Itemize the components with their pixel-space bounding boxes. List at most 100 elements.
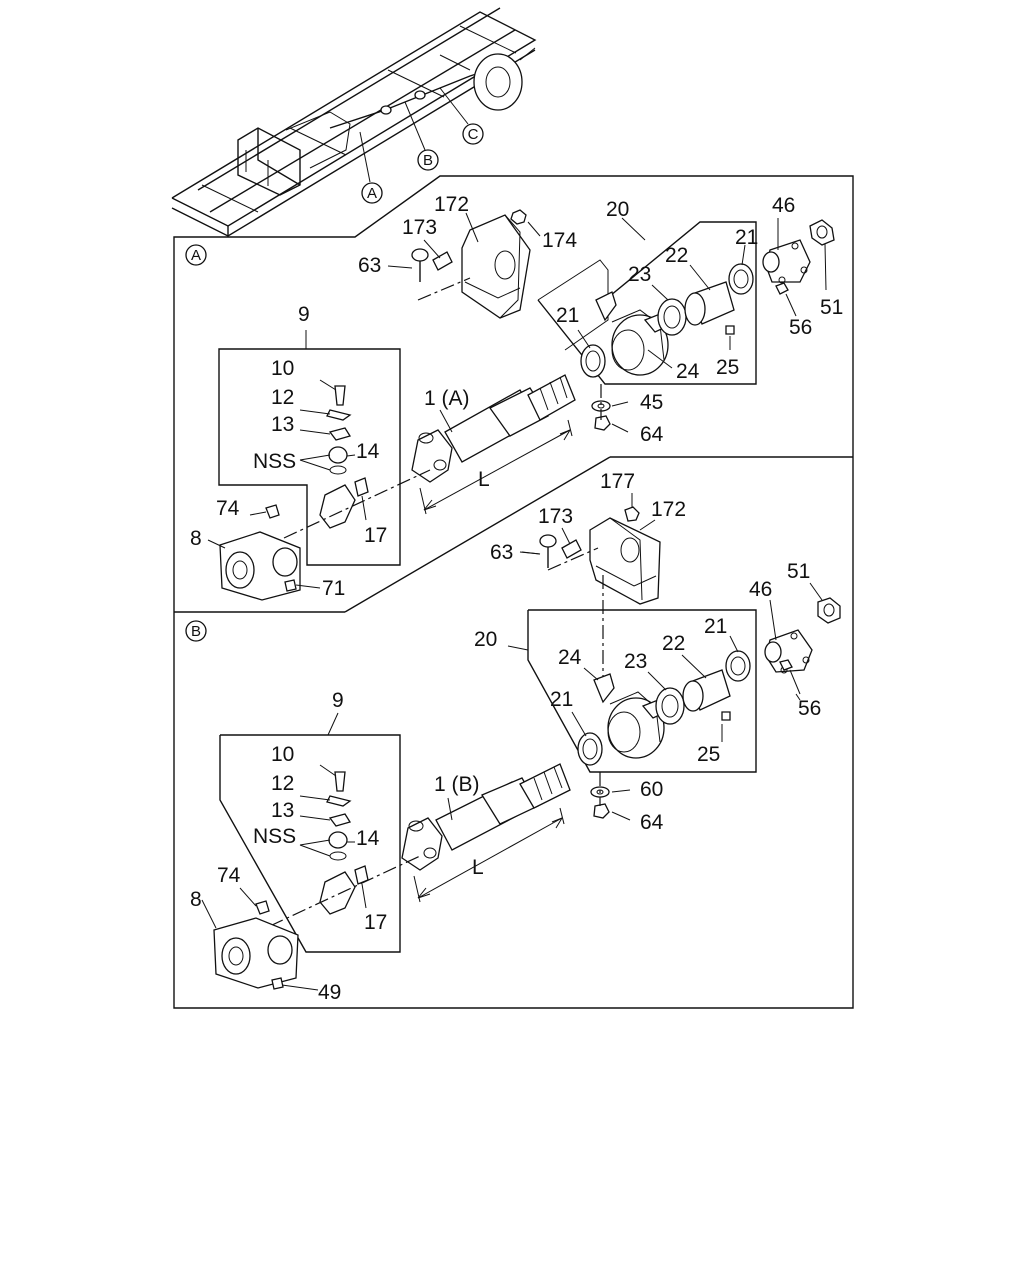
dimension-l-a [419, 419, 573, 515]
label-10-b: 10 [271, 743, 294, 766]
vehicle-frame-overview: A B C [171, 7, 537, 237]
label-172-b: 172 [651, 498, 686, 521]
nut-64-b [593, 803, 610, 819]
bolt-173-b [561, 527, 582, 559]
bearing-22-b [682, 669, 731, 712]
cushion-23-b [655, 687, 685, 725]
label-21-a-left: 21 [556, 304, 579, 327]
flange-yoke-8-a [219, 504, 301, 601]
label-l-a: L [478, 468, 490, 491]
label-22-a: 22 [665, 244, 688, 267]
label-21-a-right: 21 [735, 226, 758, 249]
label-74-a: 74 [216, 497, 240, 520]
label-172-a: 172 [434, 193, 469, 216]
section-a-labels: 172 173 174 63 20 46 21 22 23 51 56 21 2… [190, 193, 843, 600]
bolt-56 [775, 282, 797, 317]
section-a: A [185, 193, 843, 601]
label-8-a: 8 [190, 527, 202, 550]
label-45-a: 45 [640, 391, 663, 414]
flange-46-b [764, 629, 813, 674]
label-21-b-left: 21 [550, 688, 573, 711]
label-56-a: 56 [789, 316, 812, 339]
label-74-b: 74 [217, 864, 241, 887]
bolt-63 [387, 248, 429, 282]
label-25-a: 25 [716, 356, 739, 379]
bolt-63-b [519, 534, 557, 568]
label-nss-a: NSS [253, 450, 296, 473]
propeller-shaft-1a [411, 374, 576, 483]
section-b-labels: 177 173 172 63 51 46 20 21 22 23 24 56 2… [190, 470, 821, 1004]
bolt-56-b [779, 659, 801, 695]
section-borders [173, 175, 854, 1009]
label-173-a: 173 [402, 216, 437, 239]
label-14-b: 14 [356, 827, 380, 850]
flange-46 [762, 239, 811, 284]
label-63-a: 63 [358, 254, 381, 277]
label-173-b: 173 [538, 505, 573, 528]
label-l-b: L [472, 856, 484, 879]
label-23-a: 23 [628, 263, 651, 286]
label-12-a: 12 [271, 386, 294, 409]
label-64-a: 64 [640, 423, 664, 446]
seal-21-b-left [577, 732, 603, 766]
leaders-a [207, 212, 827, 589]
grease-nipple-25 [725, 325, 735, 335]
label-24-b: 24 [558, 646, 582, 669]
label-177-b: 177 [600, 470, 635, 493]
label-23-b: 23 [624, 650, 647, 673]
label-1a: 1 (A) [424, 387, 470, 410]
label-8-b: 8 [190, 888, 202, 911]
callout-circle-a: A [367, 185, 377, 202]
propeller-shaft-1b [401, 763, 571, 871]
label-63-b: 63 [490, 541, 513, 564]
flange-yoke-8-b [213, 900, 299, 990]
nut-51 [809, 219, 835, 246]
callout-circle-c: C [468, 126, 479, 143]
nut-174 [510, 209, 541, 237]
label-174-a: 174 [542, 229, 577, 252]
label-21-b-right: 21 [704, 615, 727, 638]
label-46-b: 46 [749, 578, 772, 601]
bolt-173 [423, 239, 453, 271]
grease-nipple-25-b [721, 711, 731, 721]
label-46-a: 46 [772, 194, 795, 217]
label-10-a: 10 [271, 357, 294, 380]
label-1b: 1 (B) [434, 773, 480, 796]
seal-21-b-right [725, 650, 751, 682]
label-64-b: 64 [640, 811, 664, 834]
label-71-a: 71 [322, 577, 345, 600]
section-a-marker: A [191, 247, 201, 264]
label-14-a: 14 [356, 440, 380, 463]
label-12-b: 12 [271, 772, 294, 795]
seal-21-left [580, 344, 606, 378]
leaders-b [201, 493, 823, 991]
label-25-b: 25 [697, 743, 720, 766]
bracket-172-b [589, 517, 661, 605]
label-24-a: 24 [676, 360, 700, 383]
cushion-23 [657, 298, 687, 336]
nut-64 [594, 415, 611, 431]
bearing-support-24-b [593, 673, 667, 759]
bearing-22 [684, 281, 735, 326]
bearing-support-24 [595, 291, 669, 376]
section-b: B [185, 470, 841, 1004]
label-13-a: 13 [271, 413, 294, 436]
dimension-l-b [413, 807, 565, 903]
label-9-b: 9 [332, 689, 344, 712]
nut-177 [624, 506, 640, 522]
label-17-b: 17 [364, 911, 387, 934]
label-51-b: 51 [787, 560, 810, 583]
label-22-b: 22 [662, 632, 685, 655]
label-56-b: 56 [798, 697, 821, 720]
label-49-b: 49 [318, 981, 341, 1004]
u-joint-parts-b [319, 771, 369, 915]
label-9-a: 9 [298, 303, 310, 326]
label-nss-b: NSS [253, 825, 296, 848]
nut-51-b [817, 597, 841, 624]
label-13-b: 13 [271, 799, 294, 822]
section-b-marker: B [191, 623, 201, 640]
callout-circle-b: B [423, 152, 433, 169]
label-51-a: 51 [820, 296, 843, 319]
label-60-b: 60 [640, 778, 663, 801]
